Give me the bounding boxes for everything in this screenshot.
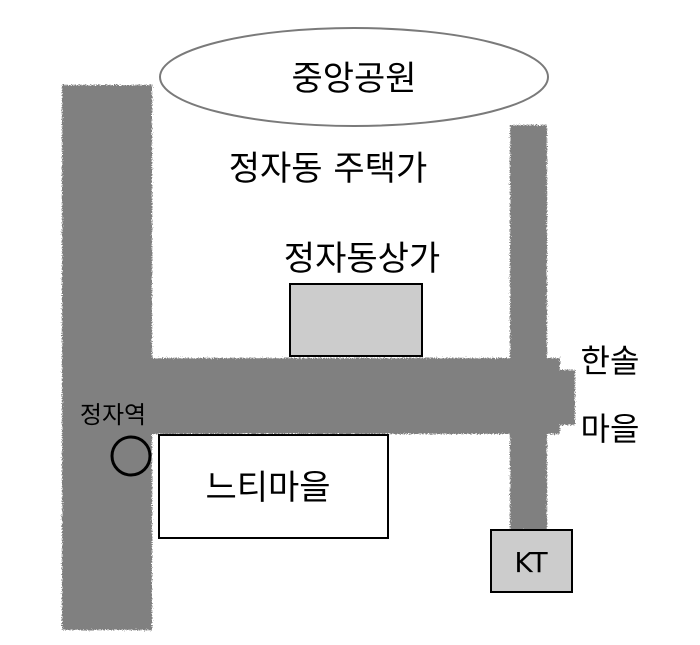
station-marker	[110, 435, 152, 477]
station-label: 정자역	[80, 401, 146, 429]
east-road	[510, 125, 547, 530]
hansol-village-label-line2: 마을	[581, 410, 640, 448]
mall-label: 정자동상가	[284, 239, 440, 279]
residential-label: 정자동 주택가	[229, 149, 428, 189]
kt-building	[490, 529, 573, 593]
hansol-village-label-line1: 한솔	[581, 342, 640, 380]
main-street	[140, 358, 560, 434]
neuti-village-block	[158, 434, 389, 539]
kt-label: KT	[514, 546, 548, 579]
west-road	[62, 85, 152, 630]
mall-building	[289, 283, 423, 357]
park-label: 중앙공원	[291, 59, 416, 99]
road-network	[62, 85, 575, 630]
central-park	[159, 27, 549, 127]
neuti-village-label: 느티마을	[205, 468, 330, 508]
main-street-east-spur	[545, 370, 575, 425]
